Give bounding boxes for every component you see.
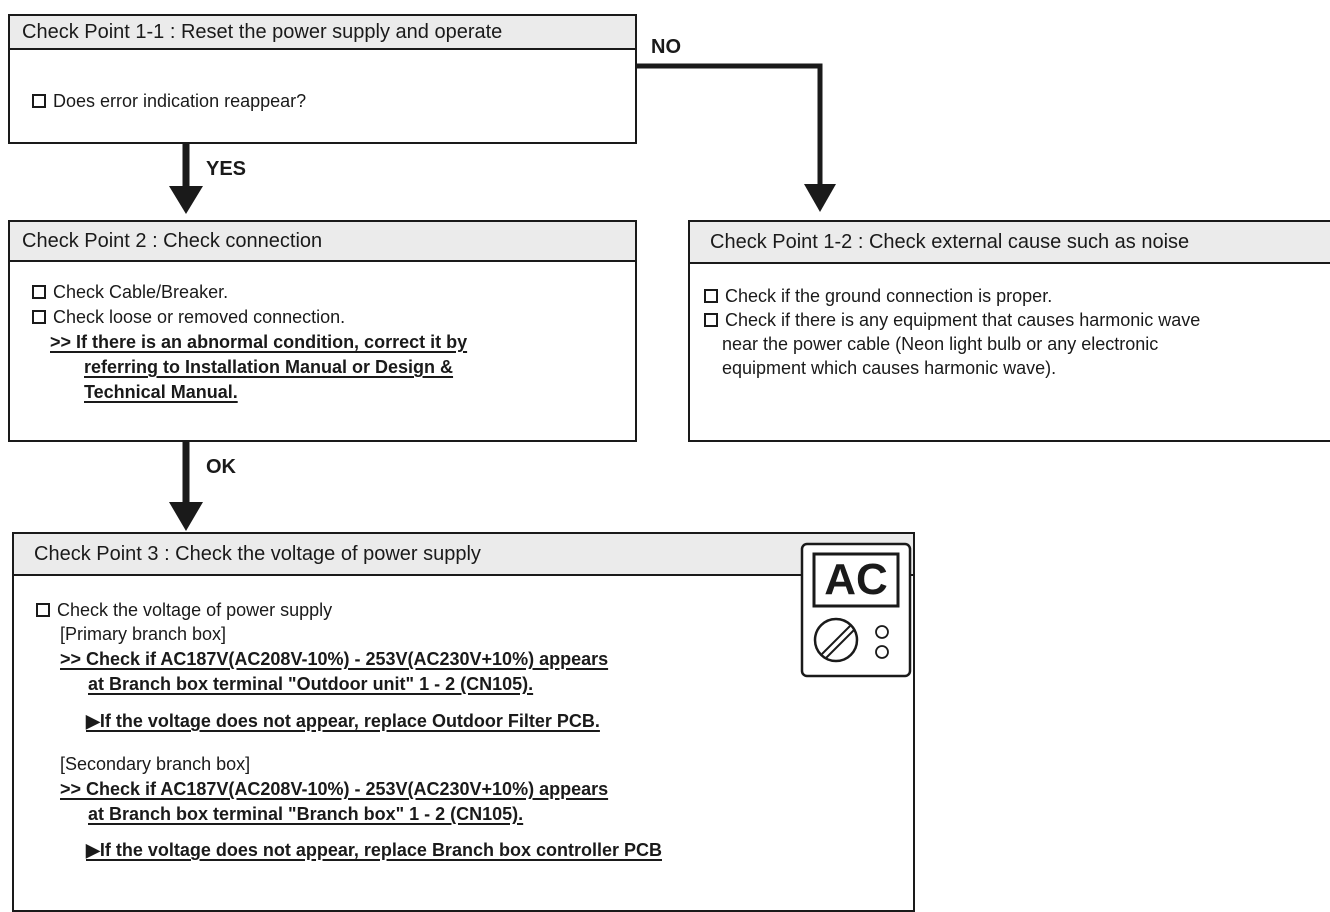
checklist-continuation: near the power cable (Neon light bulb or… — [722, 334, 1159, 354]
check-point-3-box: Check Point 3 : Check the voltage of pow… — [12, 532, 915, 912]
corrective-note: referring to Installation Manual or Desi… — [84, 357, 454, 377]
meter-display-text: AC — [824, 555, 888, 604]
primary-action: ▶If the voltage does not appear, replace… — [86, 711, 600, 731]
check-point-1-1-title: Check Point 1-1 : Reset the power supply… — [10, 16, 635, 50]
no-label: NO — [651, 36, 681, 58]
no-arrowhead — [804, 184, 836, 212]
checklist-item: Check if the ground connection is proper… — [704, 284, 1052, 309]
checklist-item: Check Cable/Breaker. — [32, 280, 228, 305]
checklist-item: Check if there is any equipment that cau… — [704, 308, 1200, 333]
checkbox-icon — [32, 285, 46, 299]
checkbox-icon — [704, 313, 718, 327]
check-point-1-2-box: Check Point 1-2 : Check external cause s… — [688, 220, 1330, 442]
check-point-1-1-box: Check Point 1-1 : Reset the power supply… — [8, 14, 637, 144]
checklist-continuation: equipment which causes harmonic wave). — [722, 358, 1057, 378]
check-point-3-title: Check Point 3 : Check the voltage of pow… — [14, 534, 913, 576]
secondary-branch-label: [Secondary branch box] — [60, 754, 251, 774]
checkbox-icon — [32, 310, 46, 324]
corrective-note: Technical Manual. — [84, 382, 238, 402]
ok-label: OK — [206, 456, 236, 478]
checklist-item: Does error indication reappear? — [32, 89, 306, 114]
checklist-item: Check the voltage of power supply — [36, 598, 332, 623]
corrective-note: >> If there is an abnormal condition, co… — [50, 332, 468, 352]
checklist-item: Check loose or removed connection. — [32, 305, 345, 330]
secondary-action: ▶If the voltage does not appear, replace… — [86, 840, 662, 860]
no-connector — [636, 63, 823, 192]
primary-check-line: >> Check if AC187V(AC208V-10%) - 253V(AC… — [60, 649, 609, 669]
secondary-check-line: at Branch box terminal "Branch box" 1 - … — [88, 804, 524, 824]
check-point-1-2-title: Check Point 1-2 : Check external cause s… — [690, 222, 1330, 264]
check-point-2-title: Check Point 2 : Check connection — [10, 222, 635, 262]
yes-label: YES — [206, 158, 247, 180]
yes-arrowhead — [169, 186, 203, 214]
primary-branch-label: [Primary branch box] — [60, 624, 227, 644]
checkbox-icon — [32, 94, 46, 108]
multimeter-icon: AC — [800, 542, 912, 678]
checkbox-icon — [704, 289, 718, 303]
ok-arrowhead — [169, 502, 203, 531]
secondary-check-line: >> Check if AC187V(AC208V-10%) - 253V(AC… — [60, 779, 609, 799]
primary-check-line: at Branch box terminal "Outdoor unit" 1 … — [88, 674, 534, 694]
check-point-2-box: Check Point 2 : Check connection Check C… — [8, 220, 637, 442]
checkbox-icon — [36, 603, 50, 617]
